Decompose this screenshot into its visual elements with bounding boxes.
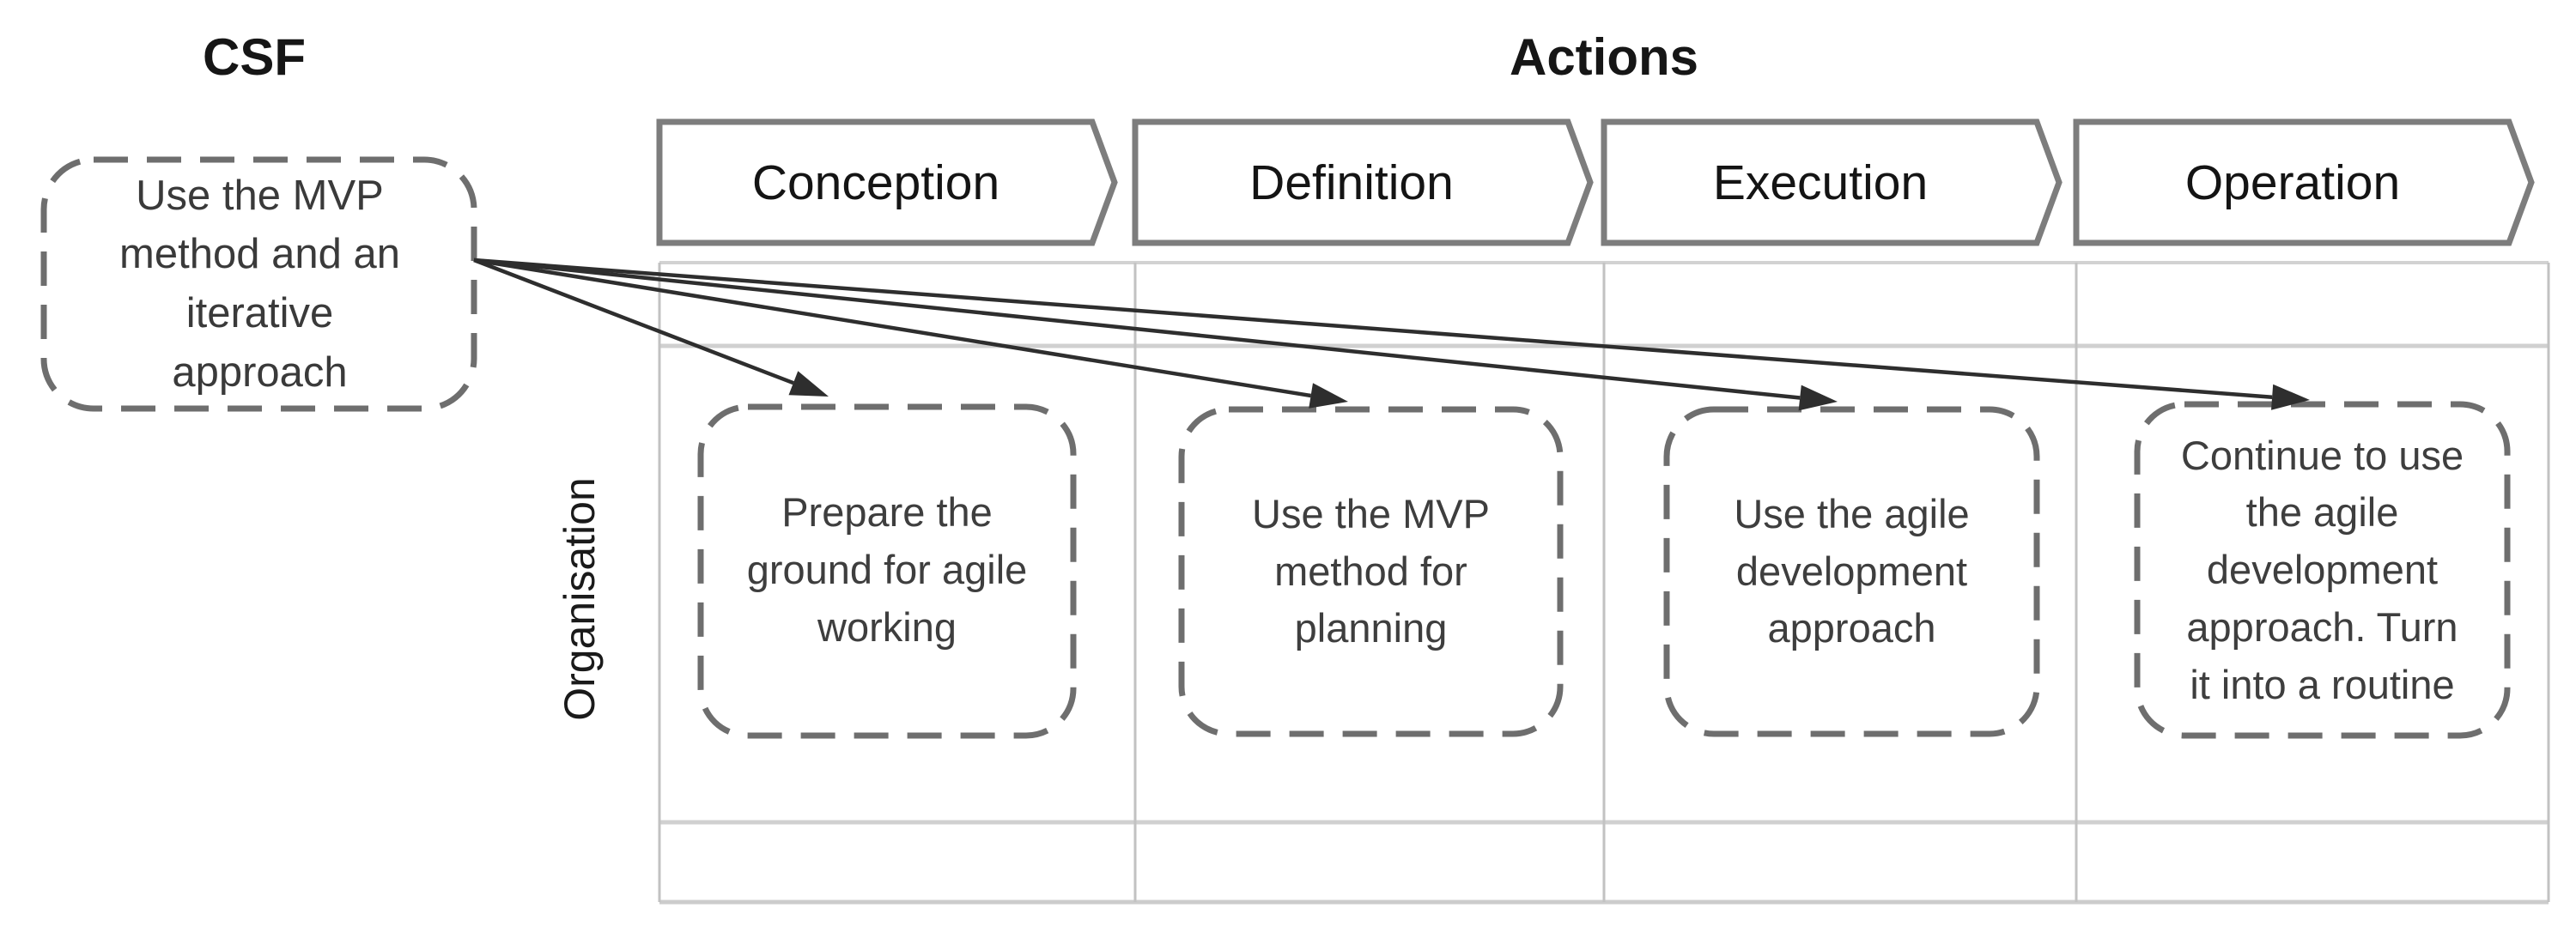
chevron-definition [1132,118,1594,246]
dashed-outlines [40,156,2511,739]
phase-label-operation: Operation [2184,154,2401,210]
phase-label-conception: Conception [751,154,1000,210]
csf-heading: CSF [203,27,306,86]
csf-box-text: Use the MVP method and an iterative appr… [119,172,400,396]
arrow-to-execution [473,257,1838,411]
action-box-outline-3 [1663,406,2040,737]
row-label-organisation: Organisation [556,477,604,721]
phase-label-execution: Execution [1712,154,1929,210]
arrow-to-definition [473,257,1348,409]
grid [658,261,2550,905]
actions-heading: Actions [1509,27,1699,86]
action-box-text-4: Continue to use the agile development ap… [2180,432,2464,707]
action-box-outline-1 [697,403,1077,739]
action-box-outline-4 [2134,401,2511,739]
csf-box-outline [40,156,477,412]
phase-chevrons [656,118,2535,246]
action-box-text-2: Use the MVP method for planning [1252,490,1490,651]
chevron-conception [656,118,1118,246]
action-box-outline-2 [1178,406,1564,737]
arrow-to-operation [473,257,2310,410]
chevron-execution [1601,118,2063,246]
action-box-text-3: Use the agile development approach [1734,490,1970,651]
arrow-to-conception [473,257,829,397]
phase-label-definition: Definition [1249,154,1454,210]
action-box-text-1: Prepare the ground for agile working [746,489,1028,650]
csf-arrows [473,257,2310,411]
chevron-operation [2073,118,2535,246]
